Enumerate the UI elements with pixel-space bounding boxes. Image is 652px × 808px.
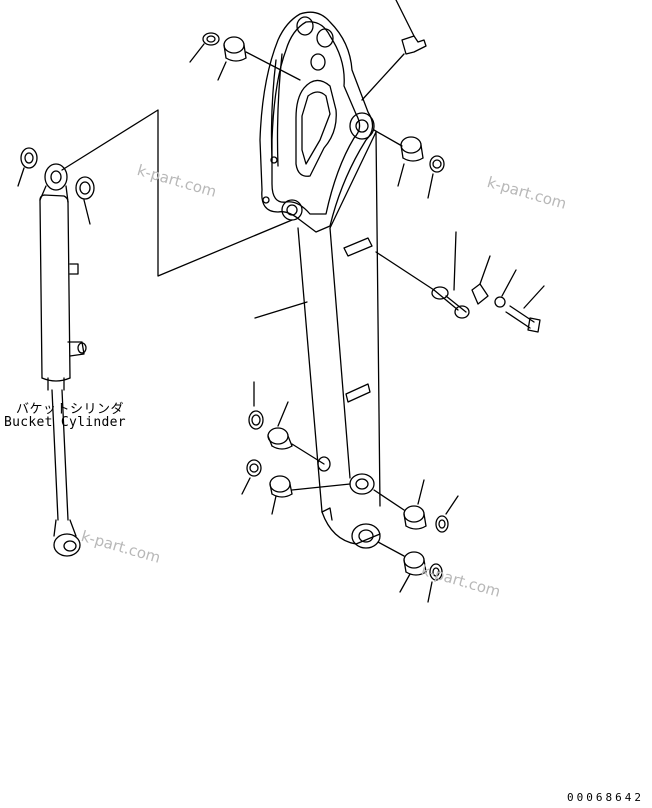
cylinder-washers — [17, 147, 95, 225]
arm-leader — [254, 301, 308, 319]
lower-left-bushings — [241, 381, 351, 515]
arm-body — [259, 11, 381, 549]
lower-right-bushings — [373, 479, 459, 603]
upper-right-bushings — [373, 129, 445, 199]
bucket-cylinder-label-jp: バケットシリンダ — [16, 402, 125, 417]
top-bushings — [189, 0, 427, 101]
bucket-cylinder-label-en: Bucket Cylinder — [4, 415, 126, 430]
document-number: 00068642 — [567, 791, 644, 804]
bucket-cylinder — [39, 163, 87, 557]
pin-and-bolt — [375, 231, 545, 333]
assembly-bracket — [61, 109, 293, 277]
